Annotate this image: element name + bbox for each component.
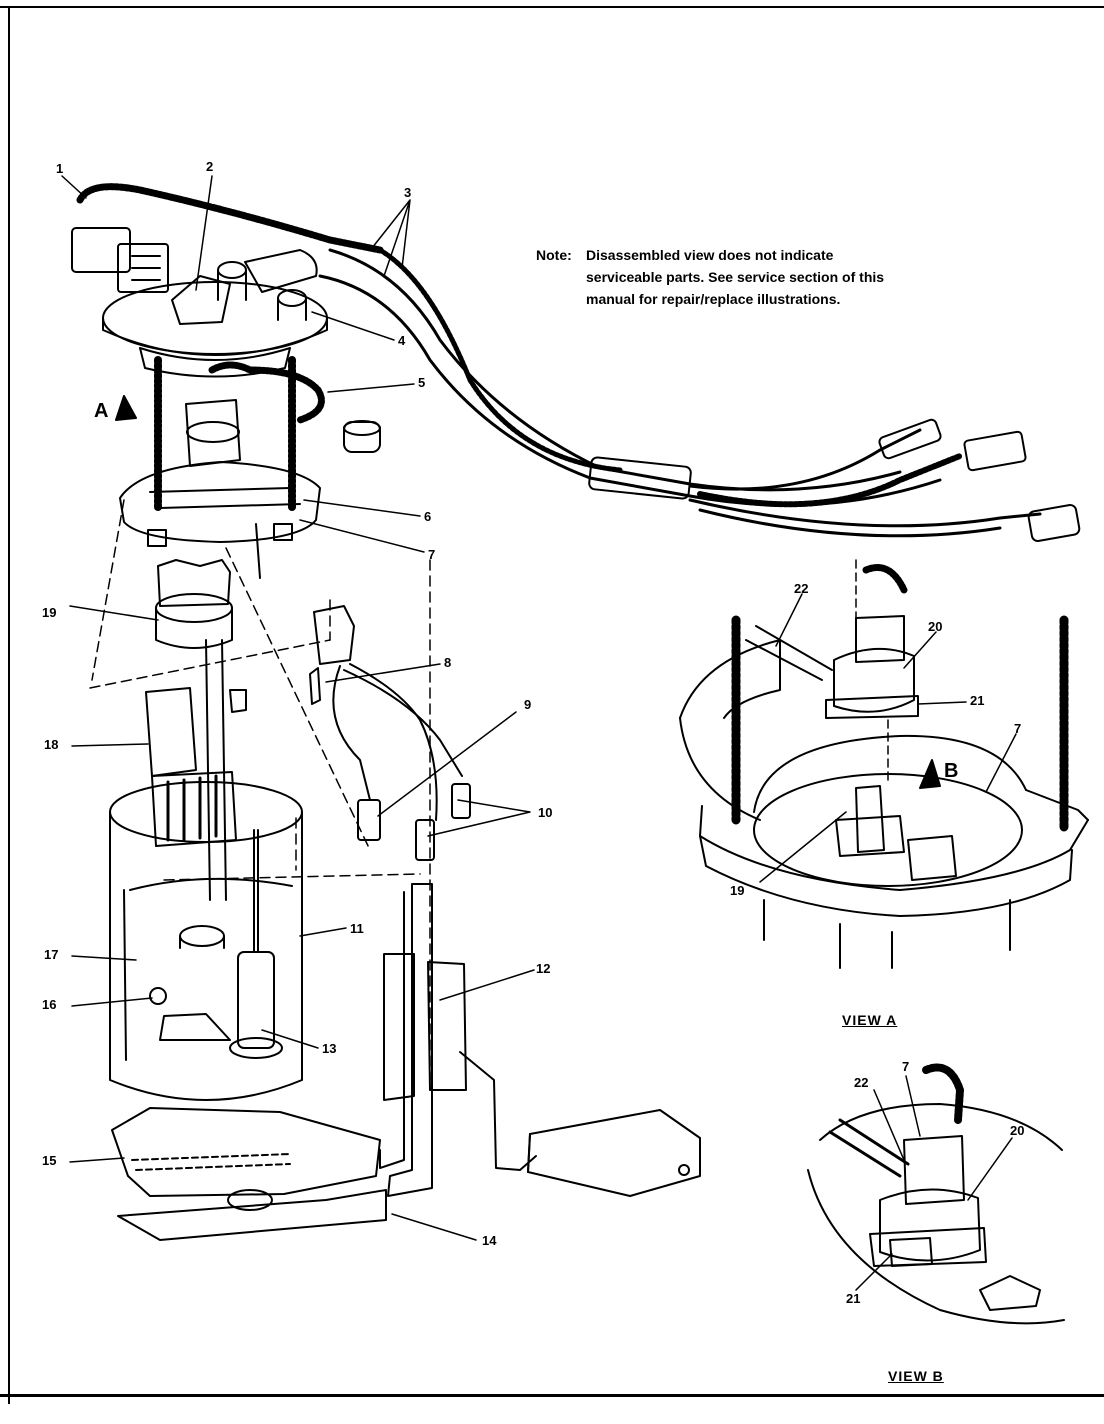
callout-15: 15 — [42, 1153, 57, 1168]
view-b-callout-7: 7 — [902, 1059, 910, 1074]
frame-top-border — [0, 6, 1104, 8]
note-line-1: Disassembled view does not indicate — [586, 247, 834, 263]
note-label: Note: — [536, 247, 572, 263]
arrow-label-b: B — [944, 760, 959, 782]
note-line-2: serviceable parts. See service section o… — [586, 269, 885, 285]
view-a-callout-21: 21 — [970, 693, 985, 708]
callout-18: 18 — [44, 737, 59, 752]
callout-16: 16 — [42, 997, 57, 1012]
callout-6: 6 — [424, 509, 432, 524]
reservoir-cover — [119, 461, 321, 579]
reservoir-canister — [109, 781, 303, 1101]
callout-11: 11 — [350, 921, 364, 936]
cover-plate — [102, 281, 328, 378]
callout-19: 19 — [42, 605, 57, 620]
view-a-callout-22: 22 — [794, 581, 809, 596]
callout-13: 13 — [322, 1041, 337, 1056]
springs-and-hose — [154, 356, 381, 514]
view-b-callout-20: 20 — [1010, 1123, 1025, 1138]
callout-4: 4 — [398, 333, 406, 348]
callout-17: 17 — [44, 947, 59, 962]
frame-bottom-border — [0, 1394, 1104, 1397]
callout-7: 7 — [428, 547, 436, 562]
frame-left-border — [8, 6, 10, 1404]
view-a-leaders — [759, 593, 1017, 883]
electrical-connector — [71, 227, 169, 293]
callout-2: 2 — [206, 159, 214, 174]
callout-14: 14 — [482, 1233, 497, 1248]
leader-lines — [61, 175, 535, 1241]
callout-9: 9 — [524, 697, 532, 712]
view-b-title: VIEW B — [888, 1368, 944, 1384]
view-b-leaders — [855, 1075, 1013, 1291]
pump-column — [145, 639, 247, 901]
view-a-callout-19: 19 — [730, 883, 745, 898]
sender-bracket — [379, 883, 701, 1197]
callout-8: 8 — [444, 655, 452, 670]
callout-12: 12 — [536, 961, 551, 976]
note-line-3: manual for repair/replace illustrations. — [586, 291, 841, 307]
arrow-label-a: A — [94, 400, 109, 422]
assembly-guide-lines — [89, 499, 431, 1081]
wiring-harness — [76, 183, 1081, 542]
view-a-title: VIEW A — [842, 1012, 898, 1028]
level-sensor — [229, 829, 283, 1059]
callout-1: 1 — [56, 161, 64, 176]
view-b-callout-21: 21 — [846, 1291, 861, 1306]
view-b-pointer-arrow — [919, 759, 941, 789]
fuel-pump — [155, 559, 233, 649]
view-a-pointer-arrow — [115, 395, 137, 421]
cover-fittings — [171, 249, 318, 325]
base-plate — [111, 1107, 387, 1241]
view-b-detail — [807, 1063, 1065, 1325]
callout-10: 10 — [538, 805, 553, 820]
view-a-callout-7: 7 — [1014, 721, 1022, 736]
callout-5: 5 — [418, 375, 426, 390]
view-a-callout-20: 20 — [928, 619, 943, 634]
wire-pigtail — [309, 605, 471, 861]
view-b-callout-22: 22 — [854, 1075, 869, 1090]
disassembly-note: Note: Disassembled view does not indicate… — [536, 244, 996, 310]
view-a-detail — [679, 559, 1089, 969]
callout-3: 3 — [404, 185, 412, 200]
